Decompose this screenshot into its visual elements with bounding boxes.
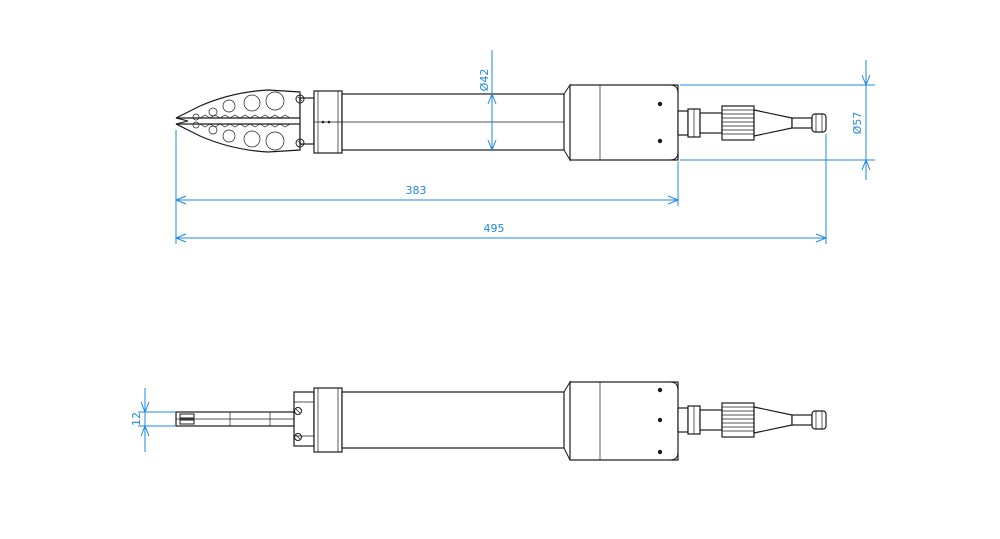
- top-view: Ø42 Ø57 383 495: [174, 50, 875, 244]
- connector-top: [677, 105, 827, 141]
- collar-side: [313, 387, 343, 453]
- dim-dia-housing: Ø57: [680, 60, 875, 180]
- collar-top: [313, 90, 343, 154]
- shaft-top: [341, 83, 571, 162]
- dim-label-dia-housing: Ø57: [851, 112, 864, 135]
- dim-label-length-body: 383: [406, 184, 427, 197]
- gripper-jaws-side: [175, 411, 295, 427]
- dim-dia-shaft: Ø42: [478, 50, 497, 152]
- gripper-jaws-top: [175, 89, 301, 153]
- dim-length-body: 383: [174, 130, 680, 206]
- dim-label-length-total: 495: [484, 222, 505, 235]
- knurled-nut-top: [721, 105, 755, 141]
- jaw-mount-top: [295, 94, 315, 148]
- dim-label-jaw-thickness: 12: [130, 412, 143, 426]
- dim-label-dia-shaft: Ø42: [478, 69, 491, 92]
- shaft-side: [341, 380, 571, 461]
- side-view: 12: [130, 380, 827, 461]
- dim-length-total: 495: [174, 134, 828, 244]
- jaw-mount-side: [293, 391, 315, 447]
- connector-side: [677, 402, 827, 438]
- housing-top: [569, 84, 679, 161]
- housing-side: [569, 381, 679, 461]
- knurled-nut-side: [721, 402, 755, 438]
- dim-jaw-thickness: 12: [130, 388, 176, 452]
